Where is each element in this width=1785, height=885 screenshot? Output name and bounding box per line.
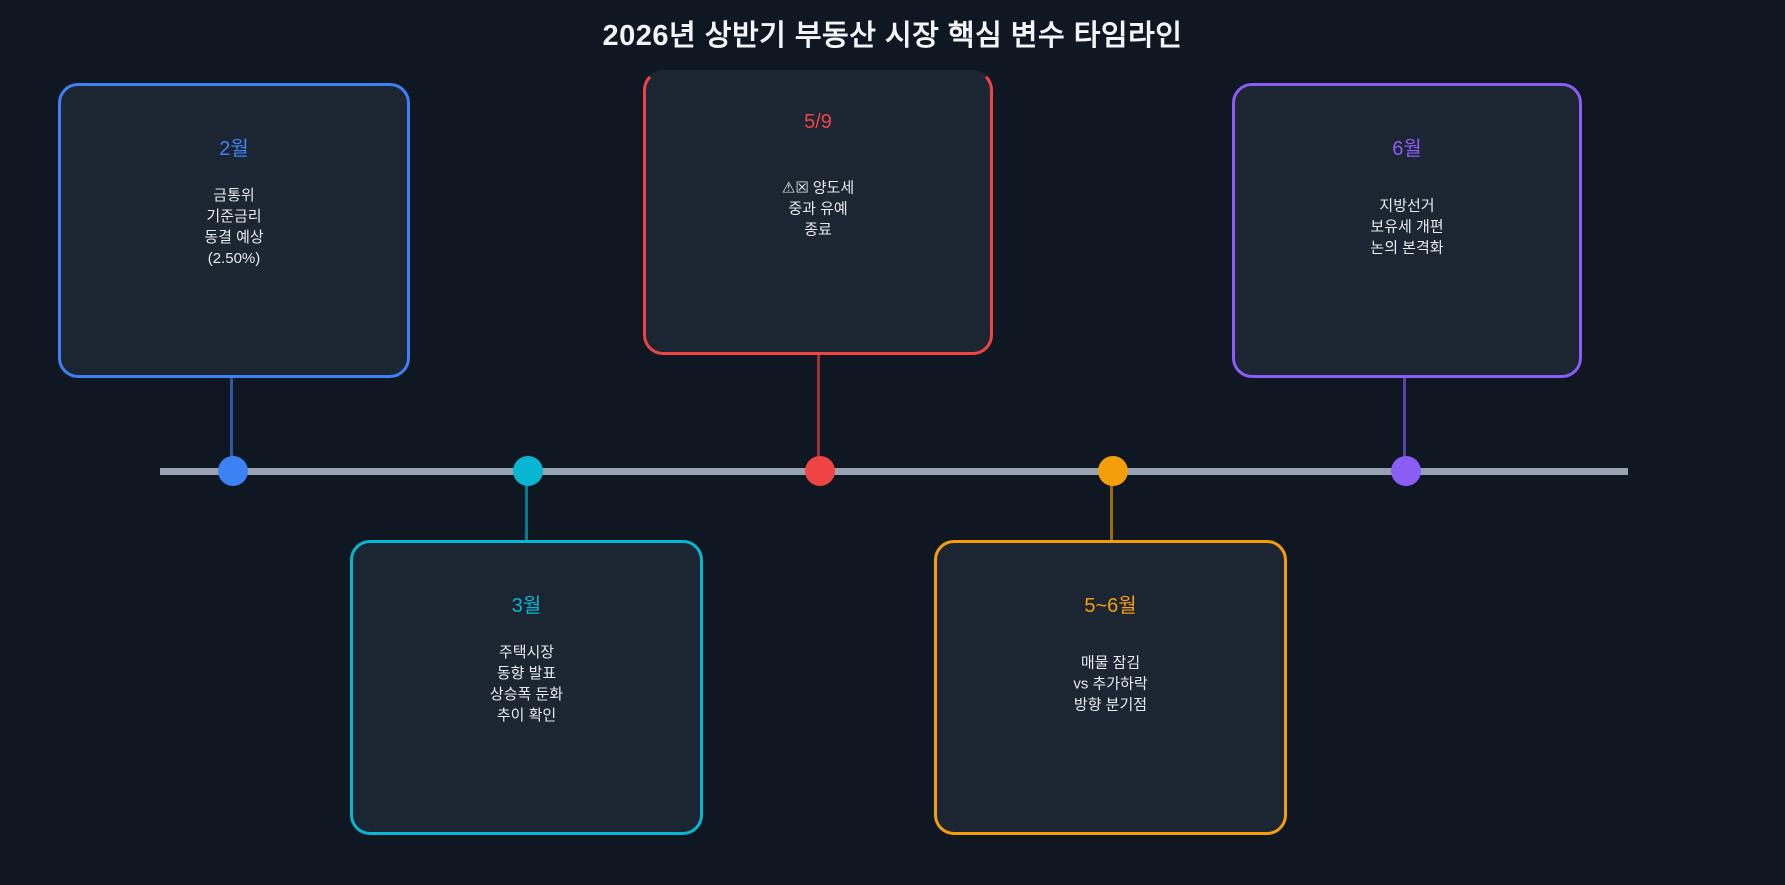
event-line: 동향 발표 (496, 664, 557, 682)
page-title: 2026년 상반기 부동산 시장 핵심 변수 타임라인 (602, 20, 1183, 52)
event-body: 주택시장 동향 발표 상승폭 둔화 추이 확인 (353, 642, 700, 726)
timeline-bar (160, 468, 1628, 475)
event-line-text: 양도세 (812, 179, 855, 196)
event-card-may9: 5/9 ⚠☒양도세 중과 유예 종료 (643, 70, 993, 355)
event-body: 금통위 기준금리 동결 예상 (2.50%) (61, 185, 407, 269)
event-title: 2월 (219, 138, 249, 160)
event-card-feb: 2월 금통위 기준금리 동결 예상 (2.50%) (58, 83, 410, 378)
event-line: 매물 잠김 (1080, 654, 1141, 671)
connector-line (817, 355, 820, 463)
event-title: 5~6월 (1084, 595, 1137, 617)
event-line: 방향 분기점 (1073, 696, 1148, 713)
event-line: 지방선거 (1379, 197, 1435, 214)
event-body: 지방선거 보유세 개편 논의 본격화 (1235, 195, 1579, 258)
event-line: 동결 예상 (204, 228, 264, 246)
connector-line (1403, 378, 1406, 463)
event-line: ⚠☒양도세 (646, 177, 990, 198)
event-line: 금통위 (213, 186, 255, 204)
event-line: vs 추가하락 (1073, 675, 1148, 692)
event-line: 기준금리 (206, 207, 262, 225)
event-title: 6월 (1392, 138, 1422, 160)
event-line: 종료 (804, 221, 832, 238)
warning-icon: ⚠☒ (781, 179, 809, 196)
event-line: (2.50%) (207, 249, 261, 267)
event-line: 보유세 개편 (1370, 218, 1444, 235)
event-body: 매물 잠김 vs 추가하락 방향 분기점 (937, 652, 1284, 715)
event-line: 상승폭 둔화 (489, 685, 564, 703)
event-card-may-jun: 5~6월 매물 잠김 vs 추가하락 방향 분기점 (934, 540, 1287, 835)
connector-line (1110, 480, 1113, 550)
event-line: 중과 유예 (788, 200, 848, 217)
event-title: 5/9 (804, 111, 832, 133)
connector-line (230, 378, 233, 463)
event-line: 주택시장 (498, 643, 555, 661)
connector-line (525, 480, 528, 550)
event-card-mar: 3월 주택시장 동향 발표 상승폭 둔화 추이 확인 (350, 540, 703, 835)
event-card-jun: 6월 지방선거 보유세 개편 논의 본격화 (1232, 83, 1582, 378)
event-line: 논의 본격화 (1370, 239, 1444, 256)
event-line: 추이 확인 (496, 706, 557, 724)
event-title: 3월 (511, 595, 542, 617)
event-body: ⚠☒양도세 중과 유예 종료 (646, 177, 990, 240)
